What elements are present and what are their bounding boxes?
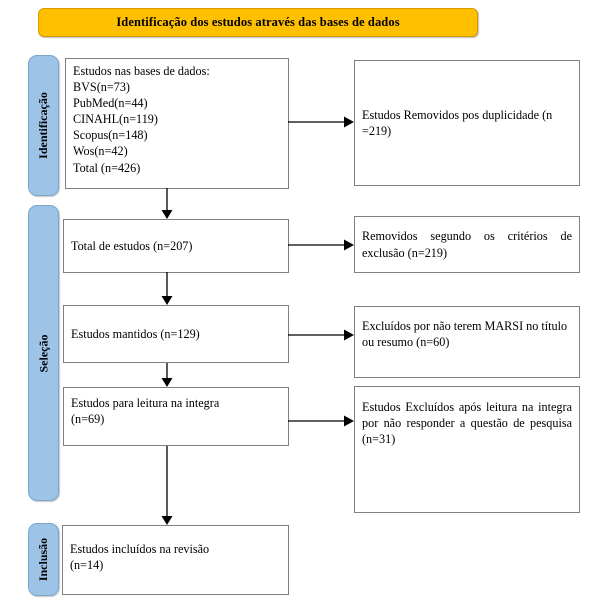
arrow-full-text-to-excluded-after <box>288 413 356 429</box>
arrow-databases-to-total <box>159 188 175 221</box>
box-excluded-marsi: Excluídos por não terem MARSI no título … <box>354 306 580 378</box>
stage-label-selecao: Seleção <box>36 334 50 372</box>
box-databases: Estudos nas bases de dados: BVS(n=73) Pu… <box>65 58 289 189</box>
arrow-total-to-kept <box>159 272 175 307</box>
box-excluded-criteria: Removidos segundo os critérios de exclus… <box>354 216 580 273</box>
arrow-databases-to-duplicates <box>288 114 356 130</box>
stage-pill-identificacao: Identificação <box>28 55 59 196</box>
stage-pill-inclusao: Inclusão <box>28 523 59 596</box>
box-studies-kept: Estudos mantidos (n=129) <box>63 305 289 363</box>
box-full-text-reading-text: Estudos para leitura na integra (n=69) <box>71 396 220 427</box>
stage-label-identificacao: Identificação <box>36 92 50 159</box>
box-duplicates-removed: Estudos Removidos pos duplicidade (n =21… <box>354 60 580 186</box>
banner-label: Identificação dos estudos através das ba… <box>116 15 400 29</box>
box-excluded-marsi-text: Excluídos por não terem MARSI no título … <box>362 319 568 350</box>
box-excluded-after-reading-text: Estudos Excluídos após leitura na integr… <box>362 400 572 447</box>
box-full-text-reading: Estudos para leitura na integra (n=69) <box>63 387 289 446</box>
box-included-review: Estudos incluídos na revisão (n=14) <box>62 525 289 595</box>
box-excluded-criteria-text: Removidos segundo os critérios de exclus… <box>362 229 572 260</box>
stage-pill-selecao: Seleção <box>28 205 59 501</box>
stage-label-inclusao: Inclusão <box>36 537 51 582</box>
box-included-review-text: Estudos incluídos na revisão (n=14) <box>70 542 210 573</box>
arrow-kept-to-full-text <box>159 363 175 389</box>
box-excluded-after-reading: Estudos Excluídos após leitura na integr… <box>354 386 580 513</box>
arrow-kept-to-excluded-marsi <box>288 327 356 343</box>
box-databases-text: Estudos nas bases de dados: BVS(n=73) Pu… <box>73 64 210 175</box>
box-duplicates-removed-text: Estudos Removidos pos duplicidade (n =21… <box>362 107 553 138</box>
box-total-studies-text: Total de estudos (n=207) <box>71 238 193 253</box>
arrow-full-text-to-included <box>159 446 175 527</box>
box-studies-kept-text: Estudos mantidos (n=129) <box>71 326 200 341</box>
box-total-studies: Total de estudos (n=207) <box>63 219 289 273</box>
identification-banner: Identificação dos estudos através das ba… <box>38 8 478 37</box>
arrow-total-to-excluded-criteria <box>288 237 356 253</box>
